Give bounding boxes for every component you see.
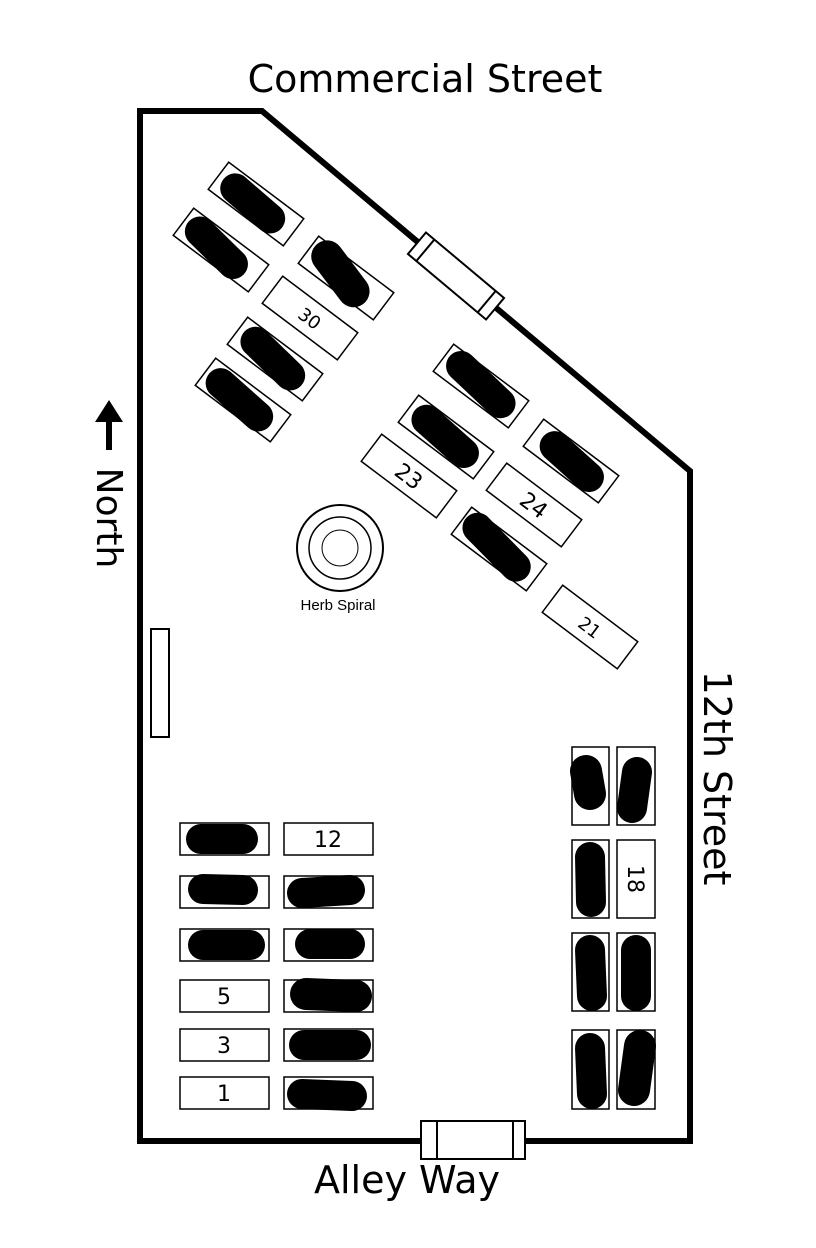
plot-1[interactable]: 1 [179, 1076, 270, 1110]
gate-north[interactable] [406, 231, 506, 321]
bed-occupied[interactable] [571, 1029, 610, 1110]
bed-occupied[interactable] [616, 932, 656, 1012]
bed-occupied[interactable] [283, 978, 374, 1013]
bed-occupied[interactable] [179, 874, 270, 909]
gate-west[interactable] [150, 628, 170, 738]
bed-occupied[interactable] [297, 235, 395, 321]
plot-21[interactable]: 21 [541, 584, 639, 670]
bed-occupied[interactable] [570, 746, 610, 826]
plot-number: 1 [217, 1082, 231, 1107]
street-label-east: 12th Street [695, 671, 739, 886]
plot-12[interactable]: 12 [283, 822, 374, 856]
compass-label: North [88, 468, 129, 569]
garden-boundary [137, 108, 693, 1144]
bed-occupied[interactable] [616, 1029, 656, 1110]
bed-occupied[interactable] [571, 932, 610, 1012]
bed-occupied[interactable] [283, 1076, 374, 1111]
bed-occupied[interactable] [179, 928, 270, 962]
gate-south[interactable] [420, 1120, 526, 1160]
bed-occupied[interactable] [226, 316, 324, 402]
herb-spiral-label: Herb Spiral [300, 597, 375, 614]
bed-occupied[interactable] [571, 839, 610, 919]
street-label-north: Commercial Street [248, 57, 603, 101]
plot-number: 12 [314, 828, 342, 853]
bed-occupied[interactable] [283, 875, 374, 909]
plot-5[interactable]: 5 [179, 979, 270, 1013]
plot-24[interactable]: 24 [485, 462, 583, 548]
bed-occupied[interactable] [283, 928, 374, 962]
bed-occupied[interactable] [522, 418, 620, 504]
herb-spiral [296, 504, 384, 592]
bed-occupied[interactable] [616, 746, 656, 826]
plot-3[interactable]: 3 [179, 1028, 270, 1062]
plot-30[interactable]: 30 [261, 275, 359, 361]
bed-occupied[interactable] [172, 207, 270, 293]
bed-occupied[interactable] [397, 394, 495, 480]
plot-number: 18 [622, 865, 647, 893]
bed-occupied[interactable] [207, 161, 305, 247]
bed-occupied[interactable] [179, 822, 270, 856]
plot-number: 5 [217, 985, 231, 1010]
street-label-south: Alley Way [314, 1158, 500, 1202]
plot-number: 3 [217, 1034, 231, 1059]
bed-occupied[interactable] [283, 1028, 374, 1062]
bed-occupied[interactable] [194, 357, 292, 443]
bed-occupied[interactable] [432, 343, 530, 429]
north-arrow-icon [95, 400, 123, 450]
plot-18[interactable]: 18 [616, 839, 656, 919]
bed-occupied[interactable] [450, 506, 548, 592]
